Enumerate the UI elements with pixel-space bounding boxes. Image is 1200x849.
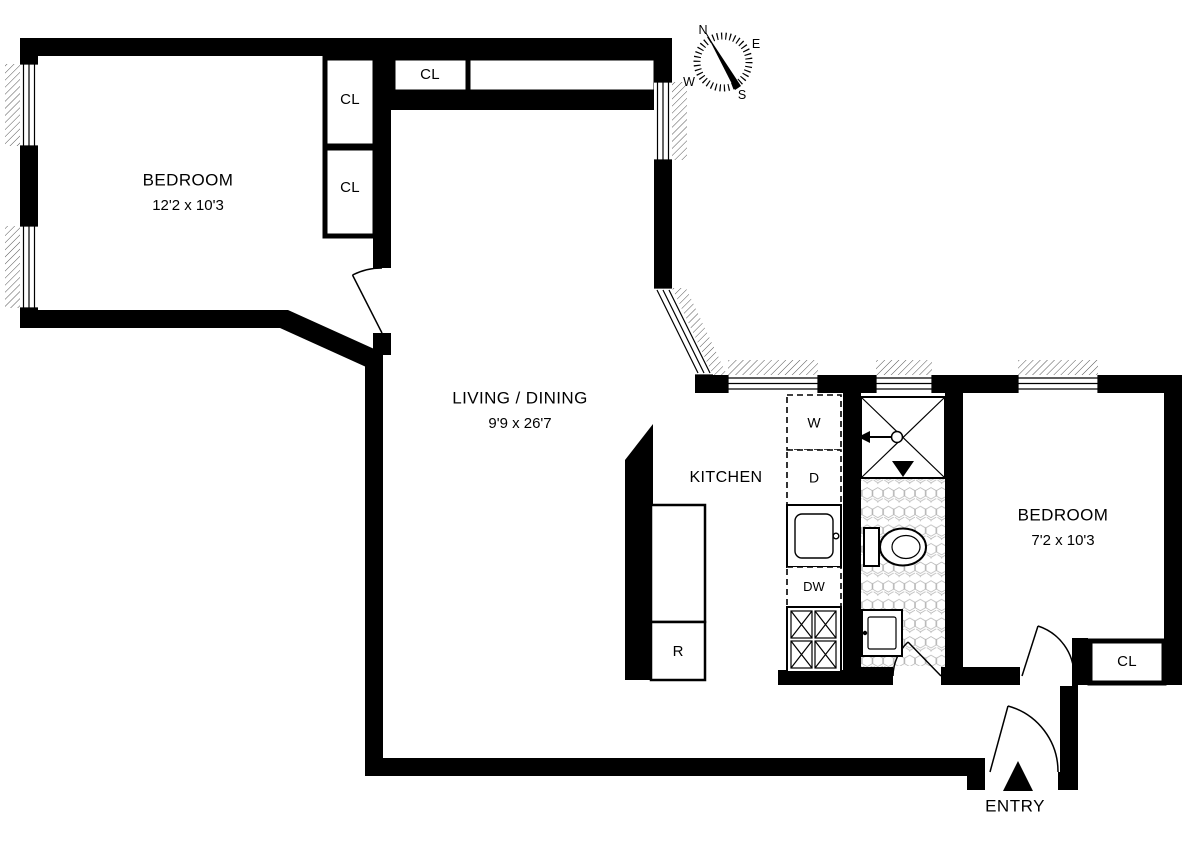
bathroom-door-opening [893,666,941,686]
window [5,63,38,147]
bathroom-fixtures [858,396,946,657]
dishwasher-box [786,566,842,608]
entry-door [989,705,1059,773]
dishwasher-label: DW [803,578,825,594]
window [727,360,819,393]
wall [20,38,672,56]
closet-1-label: CL [340,90,360,108]
compass-west-label: W [683,75,695,89]
kitchen-sink-basin [794,513,834,559]
wall [945,393,963,667]
wall [20,38,38,64]
stove-burners-icon [790,610,837,669]
wall-diagonal [280,310,383,371]
bedroom2-name-label: BEDROOM [1017,505,1109,525]
appliance-column [786,394,842,673]
wall [1072,638,1088,685]
closet-box [390,55,659,95]
closet-box [322,145,378,239]
closet-box [1087,638,1167,686]
compass-needle-icon [706,33,741,90]
bedroom1-door [351,267,383,334]
wall [391,92,658,110]
door-openings [893,666,1072,686]
shower-icon [858,396,946,479]
compass-north-label: N [698,23,707,37]
wall [843,393,861,667]
window-diagonal-bay [654,287,727,376]
kitchen-peninsula-wall [625,424,653,680]
compass-east-label: E [752,37,760,51]
wall [778,670,844,685]
compass-south-label: S [738,88,746,102]
kitchen-counter [649,503,707,624]
refrigerator-box [649,620,707,682]
kitchen-label: KITCHEN [689,469,763,487]
bathroom-door [892,641,942,677]
wall [1060,685,1078,790]
kitchen-fixtures [649,503,707,682]
living-dims-label: 9'9 x 26'7 [488,414,552,432]
windows [5,63,1099,393]
window [875,360,933,393]
bedroom2-door-opening [1020,666,1072,686]
window [1017,360,1099,393]
closet-top-label: CL [420,65,440,83]
bedroom2-door [1021,625,1075,677]
wall [373,333,391,355]
toilet-icon [863,527,927,567]
wall [967,758,985,790]
wall [20,146,38,226]
bedroom2-dims-label: 7'2 x 10'3 [1031,531,1095,549]
compass-dial [693,32,753,92]
closet-entry-label: CL [1117,652,1137,670]
living-name-label: LIVING / DINING [452,388,588,408]
entry-arrow-icon [1003,761,1033,791]
entry-label: ENTRY [985,796,1045,816]
refrigerator-label: R [672,642,684,660]
wall [20,310,288,328]
doors [351,267,1075,773]
window [654,81,687,161]
bedroom1-name-label: BEDROOM [142,170,234,190]
wall [1164,375,1182,685]
wall [654,160,672,288]
dryer-box [786,449,842,506]
washer-label: W [807,414,821,431]
kitchen-faucet-icon [832,532,840,540]
wall [365,758,967,776]
closet-box [322,55,378,149]
closet-2-label: CL [340,178,360,196]
dryer-label: D [808,469,820,486]
walls [20,38,1182,790]
bathroom-sink-icon [861,609,903,657]
window [5,225,38,309]
wall [365,353,383,776]
compass: N E S W [683,23,760,102]
washer-box [786,394,842,451]
bedroom1-dims-label: 12'2 x 10'3 [152,196,224,214]
closets [322,55,1167,686]
